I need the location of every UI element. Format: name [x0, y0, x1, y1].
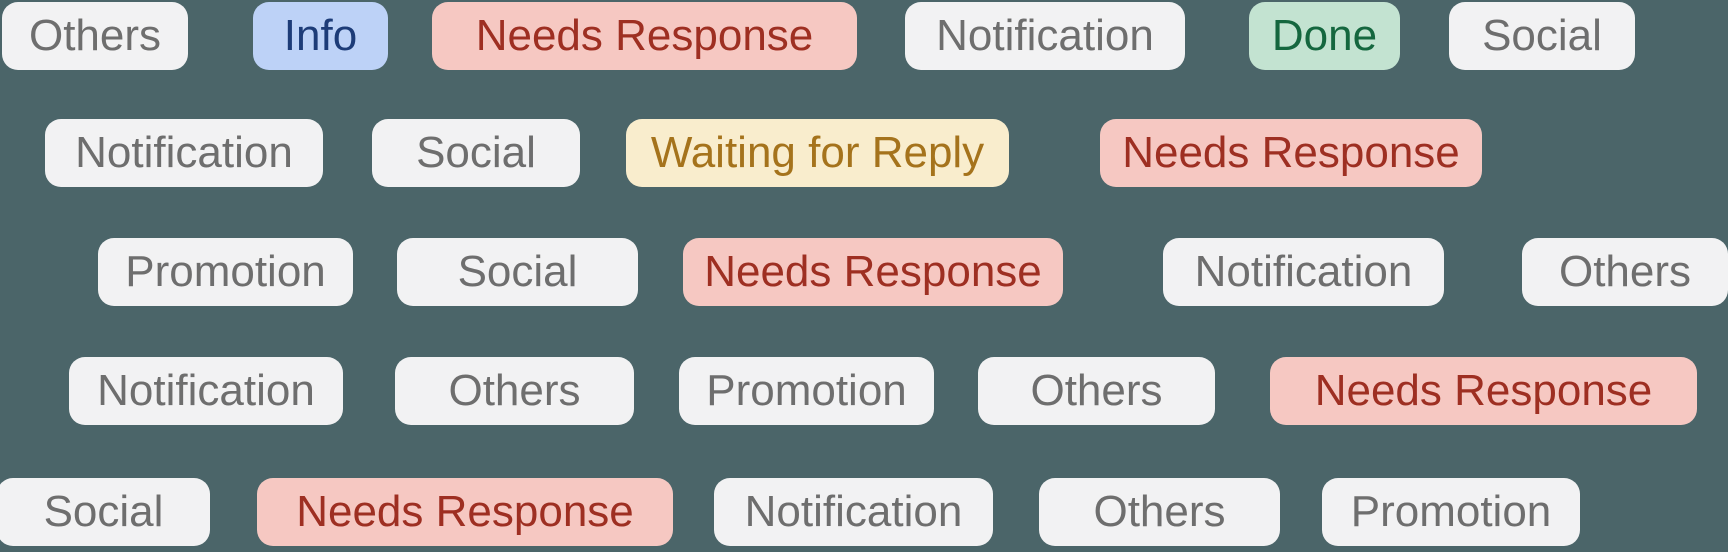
chip-notification: Notification: [905, 2, 1185, 70]
chip-others: Others: [1522, 238, 1728, 306]
chip-needs-response: Needs Response: [257, 478, 673, 546]
chip-social: Social: [397, 238, 638, 306]
chip-promotion: Promotion: [1322, 478, 1580, 546]
chip-others: Others: [395, 357, 634, 425]
chip-social: Social: [372, 119, 580, 187]
chip-notification: Notification: [1163, 238, 1444, 306]
chip-others: Others: [978, 357, 1215, 425]
chip-needs-response: Needs Response: [432, 2, 857, 70]
chip-notification: Notification: [69, 357, 343, 425]
chip-waiting-for-reply: Waiting for Reply: [626, 119, 1009, 187]
chip-social: Social: [1449, 2, 1635, 70]
chip-others: Others: [2, 2, 188, 70]
chip-info: Info: [253, 2, 388, 70]
chip-done: Done: [1249, 2, 1400, 70]
chip-needs-response: Needs Response: [683, 238, 1063, 306]
chip-social: Social: [0, 478, 210, 546]
chip-others: Others: [1039, 478, 1280, 546]
chip-notification: Notification: [45, 119, 323, 187]
chip-needs-response: Needs Response: [1270, 357, 1697, 425]
chip-promotion: Promotion: [679, 357, 934, 425]
chip-needs-response: Needs Response: [1100, 119, 1482, 187]
chip-promotion: Promotion: [98, 238, 353, 306]
chip-notification: Notification: [714, 478, 993, 546]
